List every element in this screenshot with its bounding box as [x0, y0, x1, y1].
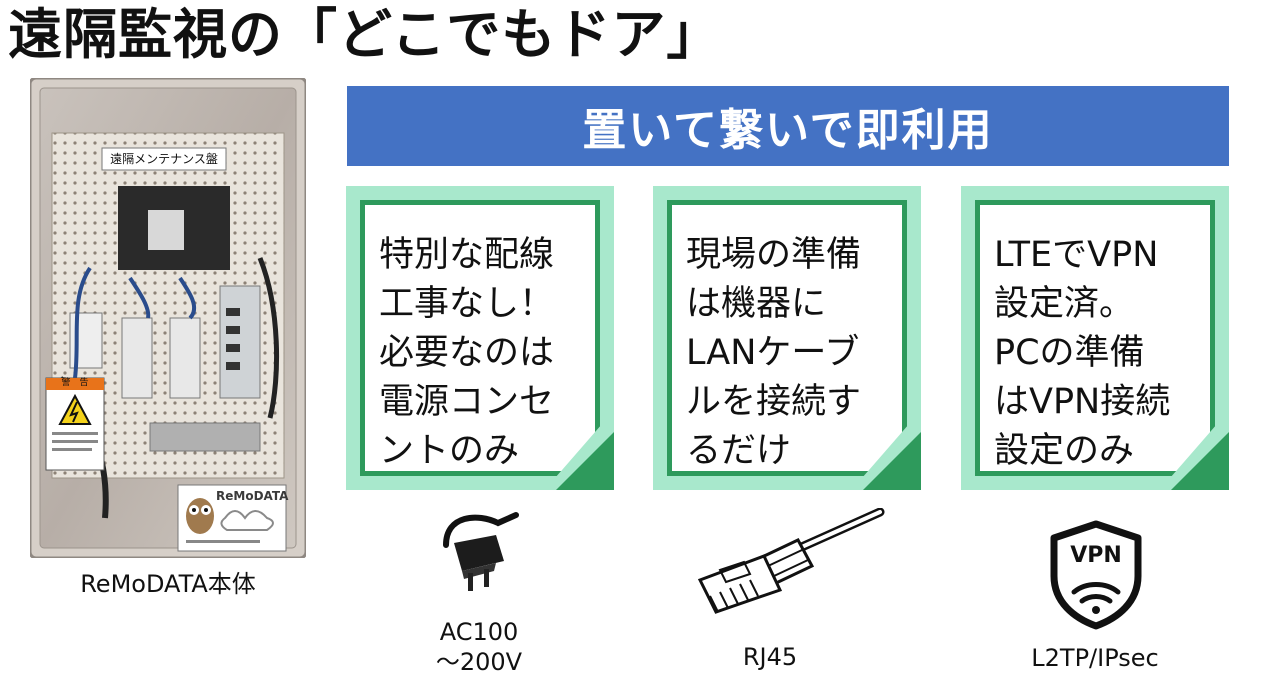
page-title: 遠隔監視の「どこでもドア」: [8, 3, 722, 66]
warning-header: 警 告: [61, 378, 89, 388]
feature-card-vpn: LTEでVPN 設定済。 PCの準備 はVPN接続 設定のみ: [961, 186, 1229, 490]
vpn-shield-icon: VPN: [1046, 520, 1146, 634]
card-inner: 特別な配線 工事なし！ 必要なのは 電源コンセ ントのみ: [360, 200, 600, 476]
rj45-label: RJ45: [742, 643, 798, 671]
brand-label: ReMoDATA: [216, 489, 289, 503]
headline-banner: 置いて繋いで即利用: [347, 86, 1229, 166]
rj45-cable-icon: [690, 507, 890, 622]
device-caption: ReMoDATA本体: [80, 570, 256, 598]
vpn-label: L2TP/IPsec: [1031, 644, 1159, 672]
card-inner: 現場の準備 は機器に LANケーブ ルを接続す るだけ: [667, 200, 907, 476]
card-text: 特別な配線 工事なし！ 必要なのは 電源コンセ ントのみ: [379, 235, 555, 471]
card-text: LTEでVPN 設定済。 PCの準備 はVPN接続 設定のみ: [994, 235, 1171, 471]
plug-label: AC100 〜200V: [435, 618, 523, 676]
remodata-cabinet-image: 遠隔メンテナンス盤 警 告 ReMoDATA: [30, 78, 306, 558]
feature-card-power: 特別な配線 工事なし！ 必要なのは 電源コンセ ントのみ: [346, 186, 614, 490]
vpn-text: VPN: [1070, 543, 1122, 568]
power-plug-icon: [438, 505, 528, 599]
card-text: 現場の準備 は機器に LANケーブ ルを接続す るだけ: [686, 235, 862, 471]
card-inner: LTEでVPN 設定済。 PCの準備 はVPN接続 設定のみ: [975, 200, 1215, 476]
panel-label: 遠隔メンテナンス盤: [110, 152, 218, 166]
feature-card-lan: 現場の準備 は機器に LANケーブ ルを接続す るだけ: [653, 186, 921, 490]
